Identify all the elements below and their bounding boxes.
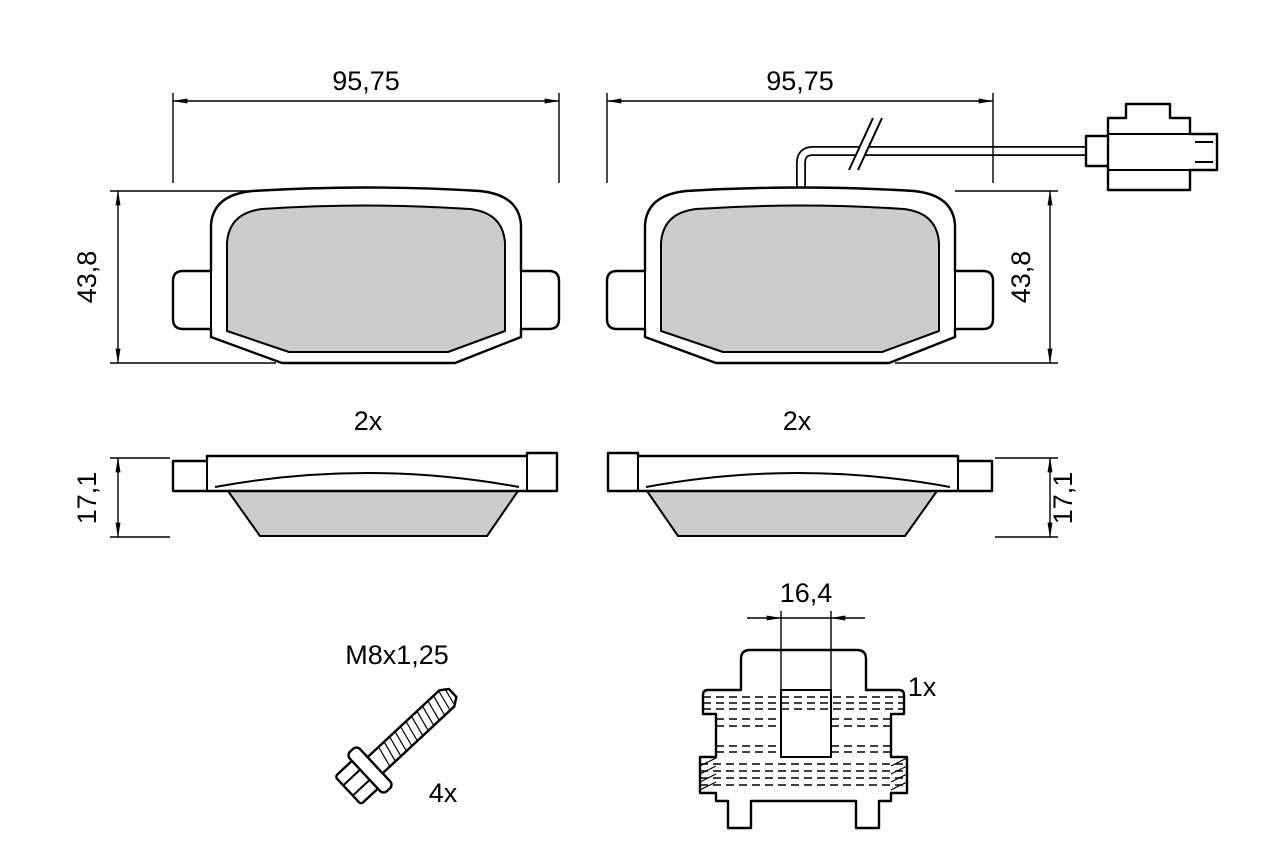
ext-lines-left-height xyxy=(110,190,276,364)
pad-side-right-chamfer-curve xyxy=(645,472,951,488)
dim-label-left-width: 95,75 xyxy=(332,66,400,96)
dimension-pad-left-width: 95,75 xyxy=(172,66,560,183)
accessory-clip xyxy=(698,648,909,830)
dim-label-right-width: 95,75 xyxy=(766,66,834,96)
wear-indicator-wire xyxy=(796,117,1090,195)
dimension-side-right-thickness: 17,1 xyxy=(995,457,1078,538)
pad-side-left-view xyxy=(171,451,559,537)
wire-break-gap xyxy=(849,118,882,170)
pad-front-right-view xyxy=(605,186,995,365)
pad-left-ear-lines xyxy=(210,271,522,329)
pad-right-ear-lines xyxy=(644,271,956,329)
connector-boot xyxy=(1084,134,1112,168)
dim-label-clip-width: 16,4 xyxy=(780,578,833,608)
pad-front-left-view xyxy=(171,186,561,365)
qty-label-bolt: 4x xyxy=(429,778,458,808)
bolt-hex-facets xyxy=(342,768,371,797)
clip-hatching xyxy=(699,757,908,791)
clip-center-slot xyxy=(780,689,832,758)
pad-left-friction-material xyxy=(226,204,506,353)
bolt-shaft xyxy=(366,687,458,775)
pad-side-right-view xyxy=(606,451,994,537)
dimension-side-left-thickness: 17,1 xyxy=(72,457,170,538)
dim-label-right-height: 43,8 xyxy=(1006,251,1036,304)
qty-label-pad-left: 2x xyxy=(354,406,383,436)
dim-label-left-thickness: 17,1 xyxy=(72,472,102,525)
wire-connector xyxy=(1084,102,1219,192)
wire-break-mark xyxy=(848,117,883,171)
qty-label-clip: 1x xyxy=(908,672,937,702)
pad-right-friction-material xyxy=(660,204,940,353)
dimension-pad-right-height: 43,8 xyxy=(895,190,1058,364)
bolt-threads xyxy=(378,689,455,767)
clip-hidden-lines xyxy=(700,696,907,786)
ext-lines-right-width xyxy=(606,93,994,183)
ext-lines-clip-width xyxy=(780,611,832,690)
pad-side-right-backplate xyxy=(606,451,994,493)
dimension-clip-width: 16,4 xyxy=(747,578,865,690)
dim-label-left-height: 43,8 xyxy=(72,251,102,304)
pad-side-right-tab-lines xyxy=(637,453,959,491)
ext-lines-right-height xyxy=(895,190,1058,364)
dimension-pad-right-width: 95,75 xyxy=(606,66,994,183)
connector-body xyxy=(1106,102,1219,192)
pad-side-left-chamfer-curve xyxy=(214,472,520,488)
qty-label-pad-right: 2x xyxy=(783,406,812,436)
dim-label-right-thickness: 17,1 xyxy=(1048,472,1078,525)
dimension-pad-left-height: 43,8 xyxy=(72,190,276,364)
ext-lines-left-thickness xyxy=(110,457,170,538)
mounting-bolt xyxy=(335,687,458,805)
pad-side-left-friction xyxy=(227,490,519,537)
wire-core xyxy=(797,147,1090,195)
pad-side-right-friction xyxy=(646,490,938,537)
bolt-spec-label: M8x1,25 xyxy=(345,640,449,670)
connector-detail-lines xyxy=(1108,133,1213,171)
pad-side-left-tab-lines xyxy=(206,453,528,491)
ext-lines-left-width xyxy=(172,93,560,183)
pad-side-left-backplate xyxy=(171,451,559,493)
